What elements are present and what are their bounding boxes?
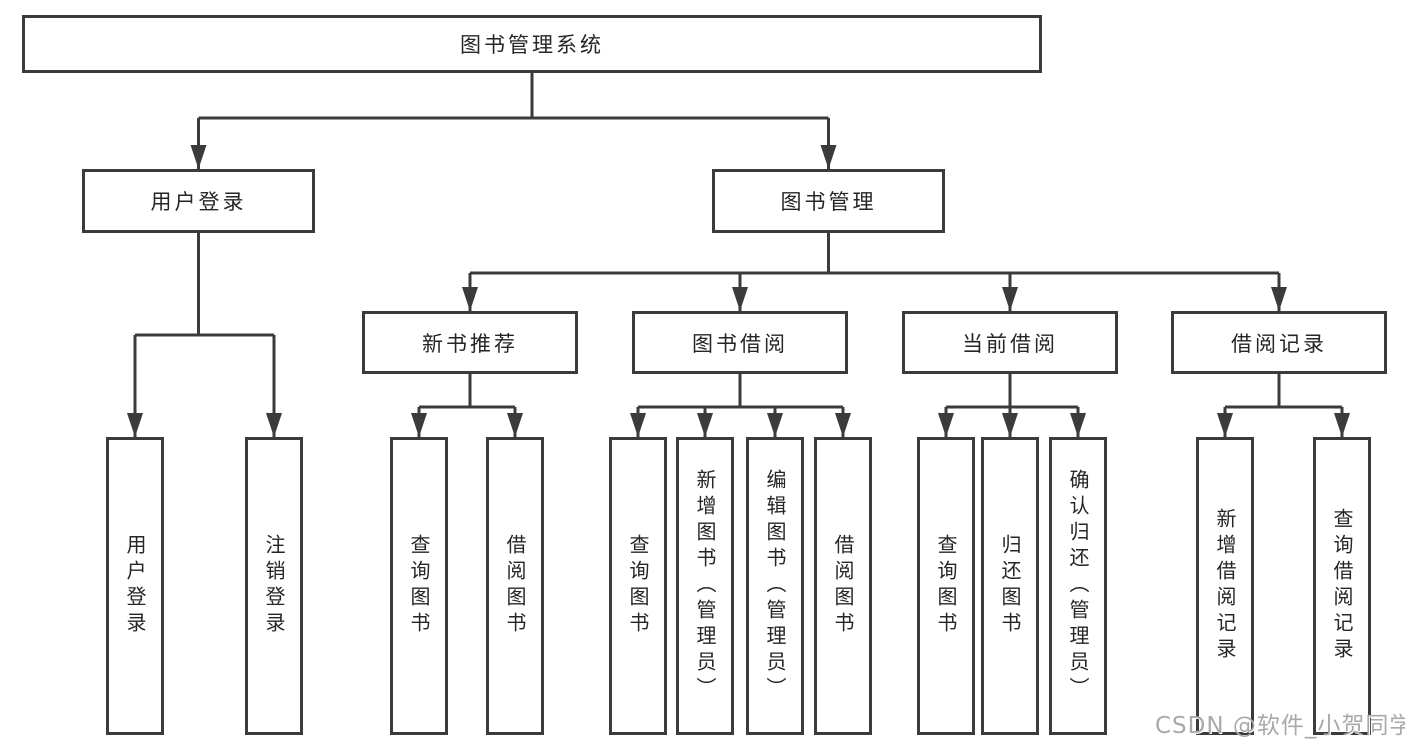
leaf-user-login-label: 用户登录 [123,534,147,638]
arrowhead-down-icon [1002,413,1018,437]
leaf-logout-login: 注销登录 [245,437,303,735]
watermark: CSDN @软件_小贺同学 [1155,713,1405,739]
connector-book-borrowing-children [636,374,845,437]
leaf-query-books-borrowing-label: 查询图书 [626,534,650,638]
arrowhead-down-icon [266,413,282,437]
arrowheads [127,145,1350,437]
node-borrowing-records-label: 借阅记录 [1231,331,1327,356]
leaf-add-borrow-record-label: 新增借阅记录 [1213,508,1237,664]
leaf-query-books-current-label: 查询图书 [934,534,958,638]
node-user-login: 用户登录 [82,169,315,233]
leaf-confirm-return-admin: 确认归还（管理员） [1049,437,1107,735]
arrowhead-down-icon [835,413,851,437]
arrowhead-down-icon [507,413,523,437]
leaf-edit-books-admin: 编辑图书（管理员） [746,437,804,735]
leaf-return-books-label: 归还图书 [998,534,1022,638]
node-root: 图书管理系统 [22,15,1042,73]
node-new-book-recommend: 新书推荐 [362,311,578,374]
arrowhead-down-icon [767,413,783,437]
leaf-logout-login-label: 注销登录 [262,534,286,638]
leaf-return-books: 归还图书 [981,437,1039,735]
leaf-borrow-books-borrowing-label: 借阅图书 [831,534,855,638]
node-root-label: 图书管理系统 [460,33,604,57]
arrowhead-down-icon [630,413,646,437]
arrowhead-down-icon [732,287,748,311]
leaf-edit-books-admin-label: 编辑图书（管理员） [763,469,787,703]
connector-book-management-to-level3 [468,233,1281,311]
arrowhead-down-icon [1070,413,1086,437]
node-borrowing-records: 借阅记录 [1171,311,1387,374]
node-book-borrowing-label: 图书借阅 [692,331,788,356]
leaf-add-borrow-record: 新增借阅记录 [1196,437,1254,735]
node-new-book-recommend-label: 新书推荐 [422,331,518,356]
leaf-query-books-recommend-label: 查询图书 [407,534,431,638]
leaf-add-books-admin: 新增图书（管理员） [676,437,734,735]
arrowhead-down-icon [411,413,427,437]
leaf-query-books-borrowing: 查询图书 [609,437,667,735]
leaf-query-books-recommend: 查询图书 [390,437,448,735]
node-book-management-label: 图书管理 [780,190,877,214]
node-current-borrowing-label: 当前借阅 [962,331,1058,356]
arrowhead-down-icon [697,413,713,437]
connector-root-to-level2 [197,73,830,169]
arrowhead-down-icon [938,413,954,437]
connector-borrowing-records-children [1223,374,1344,437]
connector-new-book-recommend-children [417,374,517,437]
arrowhead-down-icon [190,145,207,169]
node-current-borrowing: 当前借阅 [902,311,1118,374]
leaf-borrow-books-recommend: 借阅图书 [486,437,544,735]
arrowhead-down-icon [1271,287,1287,311]
arrowhead-down-icon [820,145,837,169]
leaf-user-login: 用户登录 [106,437,164,735]
arrowhead-down-icon [1334,413,1350,437]
leaf-query-books-current: 查询图书 [917,437,975,735]
arrowhead-down-icon [1217,413,1233,437]
leaf-borrow-books-borrowing: 借阅图书 [814,437,872,735]
leaf-query-borrow-record: 查询借阅记录 [1313,437,1371,735]
leaf-add-books-admin-label: 新增图书（管理员） [693,469,717,703]
arrowhead-down-icon [1002,287,1018,311]
leaf-query-borrow-record-label: 查询借阅记录 [1330,508,1354,664]
node-book-borrowing: 图书借阅 [632,311,848,374]
leaf-borrow-books-recommend-label: 借阅图书 [503,534,527,638]
node-user-login-label: 用户登录 [150,190,247,214]
arrowhead-down-icon [462,287,478,311]
connector-user-login-children [133,233,276,437]
node-book-management: 图书管理 [712,169,945,233]
leaf-confirm-return-admin-label: 确认归还（管理员） [1066,469,1090,703]
arrowhead-down-icon [127,413,143,437]
